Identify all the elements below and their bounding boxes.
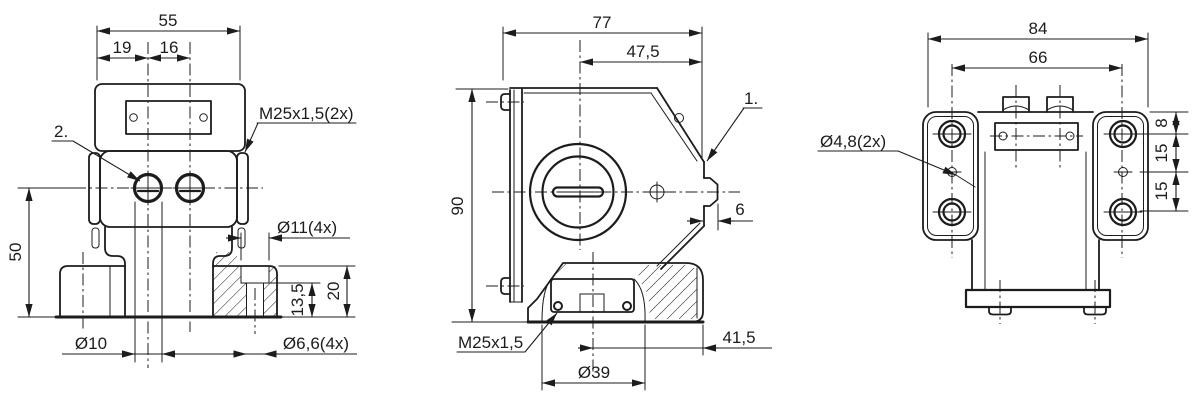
dim-47-5: 47,5 (626, 42, 659, 61)
front-cable-entries (130, 170, 208, 206)
dim-90: 90 (448, 197, 467, 216)
rear-foot-left (988, 306, 1012, 316)
rear-ear-left (922, 111, 979, 241)
label-gland-side: M25x1,5 (458, 333, 523, 352)
screw-top-right (1103, 119, 1143, 149)
dim-50: 50 (6, 243, 25, 262)
dim-16: 16 (160, 38, 179, 57)
dim-15-upper: 15 (1152, 144, 1171, 163)
dim-6: 6 (735, 200, 744, 219)
cover-outer-circle (528, 142, 628, 242)
dim-39: Ø39 (578, 363, 610, 382)
screw-top-left (932, 119, 972, 149)
front-view: 55 19 16 50 Ø11(4x) 13,5 20 (6, 11, 357, 368)
dim-66: 66 (1029, 48, 1048, 67)
plate-hole-left (129, 113, 138, 122)
slope-screw-head (674, 113, 684, 123)
side-base (526, 262, 705, 324)
front-centerlines (74, 42, 263, 368)
rear-view: 84 66 8 15 15 Ø4,8(2x) (817, 19, 1189, 324)
label-gland-front: M25x1,5(2x) (259, 104, 353, 123)
dim-front-hole: Ø10 (75, 334, 107, 353)
dim-8: 8 (1152, 118, 1171, 127)
front-dimensions: 55 19 16 50 Ø11(4x) 13,5 20 (6, 11, 357, 358)
dim-84: 84 (1029, 19, 1048, 38)
rear-screws (932, 119, 1143, 227)
screw-bottom-left (932, 197, 972, 227)
rear-plunger-left (1002, 96, 1030, 113)
dim-19: 19 (113, 38, 132, 57)
side-boss-top (500, 93, 511, 111)
gland-boss-right (236, 152, 249, 225)
rear-foot-right (1083, 306, 1107, 316)
dim-13-5: 13,5 (288, 283, 307, 316)
hole-4-8-right (1113, 167, 1133, 177)
dim-hole-4-8: Ø4,8(2x) (820, 132, 886, 151)
rear-label-plate (994, 122, 1079, 151)
dim-15-lower: 15 (1152, 182, 1171, 201)
dim-41-5: 41,5 (722, 328, 755, 347)
ref-label-1: 1. (744, 89, 758, 108)
side-bottom-slope (660, 225, 705, 270)
front-housing-outline (88, 83, 249, 267)
rear-dimensions: 84 66 8 15 15 Ø4,8(2x) (817, 19, 1189, 212)
screw-bottom-right (1103, 197, 1143, 227)
rear-body-outline (922, 96, 1149, 316)
gland-boss-left (88, 152, 101, 225)
front-base (54, 201, 283, 363)
dim-55: 55 (159, 11, 178, 30)
side-dimensions: 77 47,5 90 6 41,5 Ø39 M25x1,5 1. (448, 13, 772, 391)
cavity-step (579, 293, 605, 313)
side-view: 77 47,5 90 6 41,5 Ø39 M25x1,5 1. (448, 13, 772, 391)
side-body-outline (500, 87, 719, 303)
rear-base-plate (964, 288, 1112, 309)
dim-base-hole: Ø6,6(4x) (283, 334, 349, 353)
side-plunger (703, 177, 719, 207)
front-label-plate (125, 100, 212, 135)
side-cover-circle (528, 142, 668, 242)
dim-20: 20 (324, 282, 343, 301)
plate-hole-right (199, 113, 208, 122)
cover-inner-circle (541, 155, 615, 229)
side-boss-bottom (500, 277, 511, 295)
ref-label-2: 2. (54, 122, 68, 141)
dim-77: 77 (593, 13, 612, 32)
rear-ear-right (1092, 111, 1149, 241)
rear-plunger-right (1046, 96, 1074, 113)
cover-slot (551, 186, 605, 198)
dim-counterbore: Ø11(4x) (277, 218, 337, 237)
side-top-slope (656, 87, 705, 163)
